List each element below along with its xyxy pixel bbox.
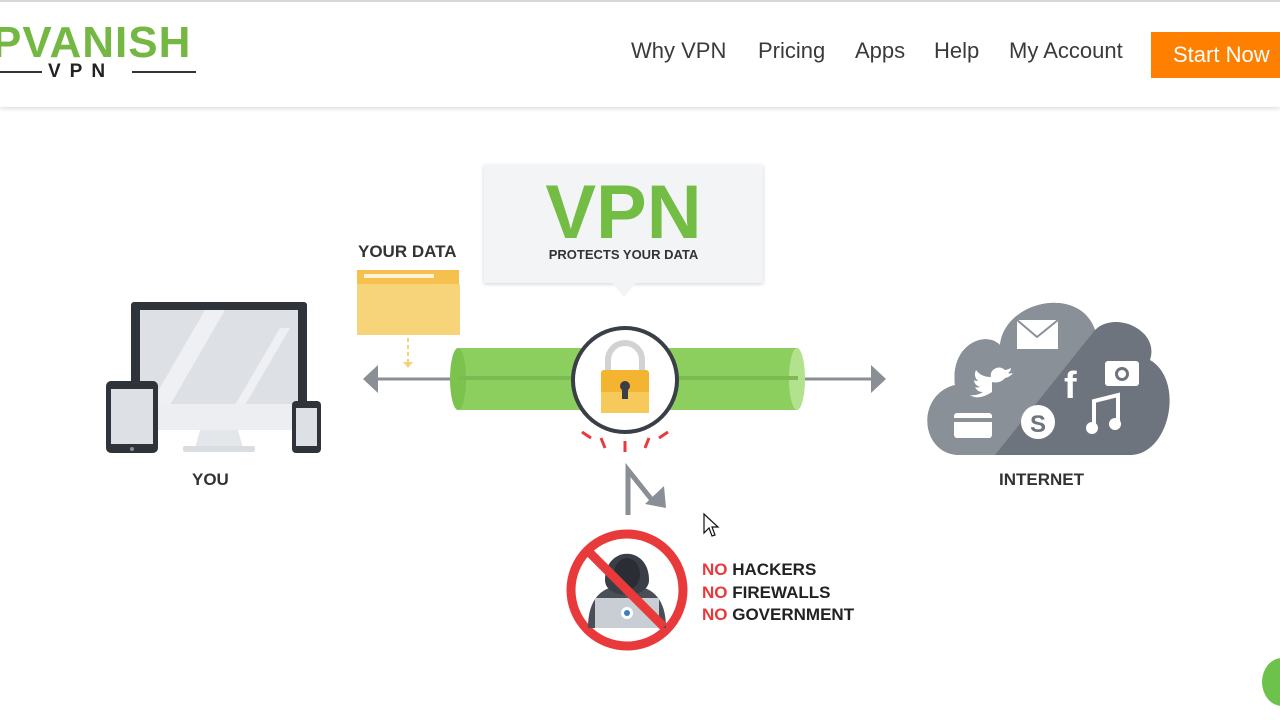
logo-wordmark: PVANISH	[0, 18, 192, 67]
logo-rule-right	[132, 71, 196, 73]
deflect-arrow-icon	[625, 462, 666, 515]
logo-subtitle: VPN	[48, 61, 115, 82]
nav-why-vpn[interactable]: Why VPN	[631, 38, 727, 63]
threat-item: NO HACKERS	[702, 560, 817, 579]
vpn-callout: VPN PROTECTS YOUR DATA	[484, 165, 763, 297]
no-hacker-icon	[566, 529, 688, 651]
svg-text:S: S	[1030, 411, 1046, 438]
internet-cloud-icon: f S	[927, 302, 1170, 455]
vpn-title: VPN	[545, 170, 702, 255]
threat-item: NO FIREWALLS	[702, 582, 831, 602]
internet-label: INTERNET	[999, 470, 1084, 489]
alert-rays	[581, 430, 669, 452]
top-navigation-bar: PVANISH VPN Why VPN Pricing Apps Help My…	[0, 0, 1280, 107]
data-folder-icon	[357, 270, 460, 368]
your-data-label: YOUR DATA	[358, 242, 457, 261]
you-label: YOU	[192, 470, 229, 489]
devices-icon	[106, 302, 321, 453]
nav-help[interactable]: Help	[934, 38, 980, 63]
logo-rule-left	[0, 71, 42, 73]
chat-widget-button[interactable]	[1262, 658, 1280, 706]
vpn-subtitle: PROTECTS YOUR DATA	[548, 247, 699, 262]
nav-my-account[interactable]: My Account	[1009, 38, 1123, 63]
left-arrow	[363, 365, 460, 393]
nav-apps[interactable]: Apps	[855, 38, 906, 63]
start-now-button[interactable]: Start Now	[1151, 32, 1280, 78]
ipvanish-logo[interactable]: PVANISH VPN	[0, 20, 202, 90]
mouse-cursor-icon	[703, 512, 720, 537]
threat-list: NO HACKERS NO FIREWALLS NO GOVERNMENT	[702, 559, 854, 627]
svg-text:f: f	[1064, 365, 1077, 407]
lock-icon	[571, 326, 679, 434]
threat-item: NO GOVERNMENT	[702, 605, 855, 624]
nav-pricing[interactable]: Pricing	[758, 38, 826, 63]
